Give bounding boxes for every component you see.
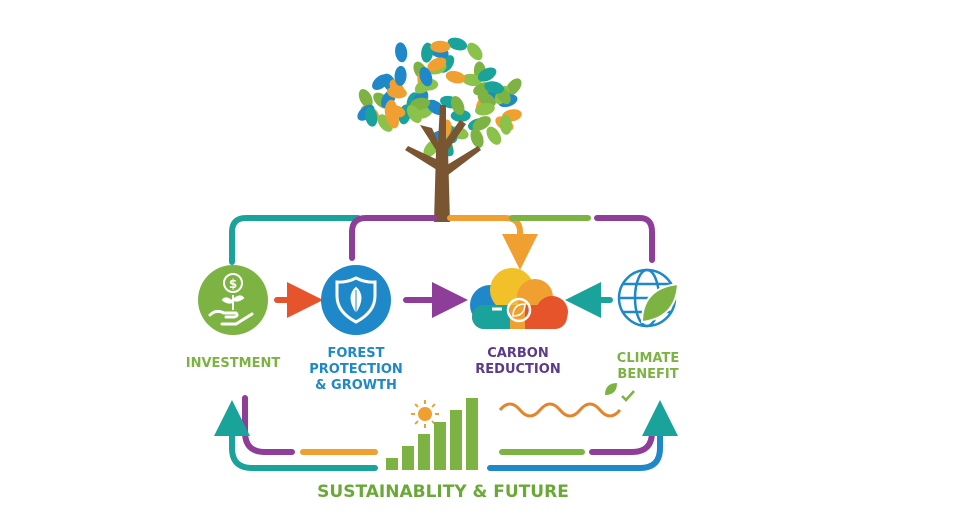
money-hand-plant-icon: $ — [198, 265, 268, 335]
tree-leaf — [430, 40, 451, 53]
globe-leaf-icon — [617, 268, 680, 328]
growth-bar — [434, 422, 446, 470]
tree-leaf — [421, 42, 434, 63]
tree-leaf — [484, 81, 504, 94]
tree-leaf — [394, 65, 407, 86]
tree-leaf — [477, 67, 497, 82]
tree-leaf — [419, 66, 433, 87]
tree-leaf — [486, 126, 502, 145]
label-investment: INVESTMENT — [186, 356, 281, 371]
tree-leaf — [445, 70, 466, 84]
label-climate: BENEFIT — [617, 367, 678, 382]
bottom-connectors — [214, 395, 678, 471]
top-connectors — [229, 215, 655, 270]
tree-leaf — [427, 57, 447, 72]
footer-title: SUSTAINABLITY & FUTURE — [317, 482, 569, 502]
cloud-leaf-icon — [470, 268, 568, 329]
tree-leaf — [450, 96, 465, 116]
bar-chart-icon — [386, 398, 478, 470]
label-climate: CLIMATE — [617, 351, 679, 366]
growth-bar — [402, 446, 414, 470]
growth-bar — [418, 434, 430, 470]
check-icon — [621, 390, 635, 402]
tree-leaf — [358, 89, 373, 108]
tree-leaf — [475, 103, 495, 116]
tree-leaf — [470, 128, 484, 148]
tree-leaf — [467, 42, 483, 61]
climate-wave — [498, 402, 622, 418]
label-carbon: CARBON — [487, 346, 548, 361]
label-carbon: REDUCTION — [475, 362, 560, 377]
tree-leaf — [386, 86, 407, 99]
growth-bar — [450, 410, 462, 470]
svg-text:$: $ — [229, 277, 237, 291]
label-forest: & GROWTH — [315, 378, 397, 393]
tree-leaf — [477, 92, 496, 107]
growth-bar — [466, 398, 478, 470]
tree-leaf — [372, 74, 390, 90]
tree-leaf — [499, 114, 512, 135]
tree-leaf — [447, 37, 468, 51]
tree-leaf — [472, 116, 491, 131]
leaf-icon — [605, 383, 617, 395]
shield-leaf-icon — [321, 265, 391, 335]
label-forest: PROTECTION — [309, 362, 403, 377]
tree-leaf — [461, 73, 482, 87]
tree-icon — [357, 37, 522, 222]
growth-bar — [386, 458, 398, 470]
tree-leaf — [406, 104, 422, 123]
tree-leaf — [505, 78, 522, 96]
tree-leaf — [386, 108, 399, 129]
label-forest: FOREST — [327, 346, 384, 361]
tree-leaf — [395, 42, 408, 63]
tree-leaf — [365, 106, 378, 127]
